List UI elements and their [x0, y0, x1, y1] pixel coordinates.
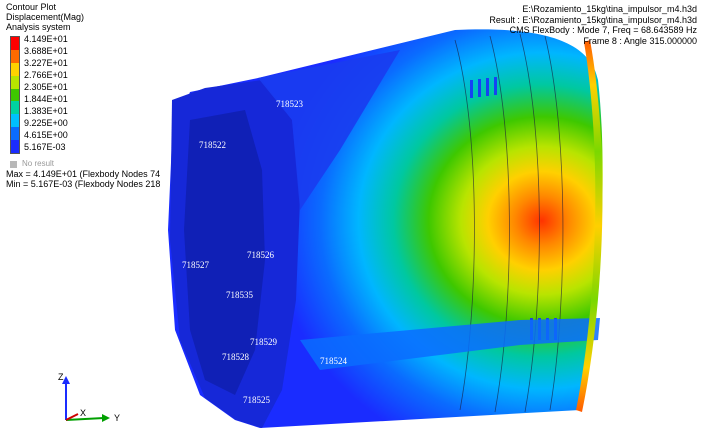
node-label: 718523	[276, 99, 304, 109]
stiffener-lines	[454, 33, 564, 413]
color-band	[11, 88, 19, 102]
node-label: 718525	[243, 395, 271, 405]
min-max-info: Max = 4.149E+01 (Flexbody Nodes 74 Min =…	[6, 169, 206, 189]
y-axis-arrow-icon	[102, 414, 110, 422]
no-result-swatch	[10, 160, 17, 168]
no-result-entry: No result	[6, 159, 206, 169]
color-band	[11, 62, 19, 76]
color-band	[11, 127, 19, 140]
scale-level: 3.227E+01	[24, 58, 68, 68]
node-label: 718527	[182, 260, 210, 270]
mode-frequency: CMS FlexBody : Mode 7, Freq = 68.643589 …	[509, 25, 697, 35]
legend-quantity: Displacement(Mag)	[6, 12, 85, 22]
z-axis-arrow-icon	[62, 376, 70, 384]
scale-level: 3.688E+01	[24, 46, 68, 56]
node-label: 718529	[250, 337, 278, 347]
max-value-text: Max = 4.149E+01 (Flexbody Nodes 74	[6, 169, 161, 179]
color-band	[11, 140, 19, 153]
shell-blue-zone	[258, 50, 400, 210]
color-band	[11, 75, 19, 89]
color-scale: 4.149E+01 3.688E+01 3.227E+01 2.766E+01 …	[6, 33, 206, 157]
color-band	[11, 101, 19, 115]
scale-level: 5.167E-03	[24, 142, 66, 152]
x-axis-line	[65, 413, 79, 421]
scale-level: 4.149E+01	[24, 34, 68, 44]
contour-legend: Contour Plot Displacement(Mag) Analysis …	[6, 2, 206, 189]
color-band	[11, 37, 19, 50]
color-band	[11, 49, 19, 63]
scale-level: 2.305E+01	[24, 82, 68, 92]
color-bands	[10, 36, 20, 154]
frame-angle: Frame 8 : Angle 315.000000	[583, 35, 697, 46]
node-label: 718522	[199, 140, 226, 150]
node-label: 718528	[222, 352, 250, 362]
legend-title: Contour Plot	[6, 2, 57, 12]
legend-system: Analysis system	[6, 22, 71, 32]
scale-level: 2.766E+01	[24, 70, 68, 80]
scale-level: 1.844E+01	[24, 94, 68, 104]
y-axis-label: Y	[114, 413, 120, 423]
y-axis-line	[65, 417, 105, 421]
z-axis-label: Z	[58, 372, 64, 382]
no-result-label: No result	[22, 159, 55, 168]
axis-triad: Z X Y	[58, 372, 120, 423]
node-label: 718535	[226, 290, 254, 300]
scale-level: 4.615E+00	[24, 130, 68, 140]
result-info: E:\Rozamiento_15kg\tina_impulsor_m4.h3d …	[489, 4, 697, 46]
end-cap-shading	[184, 110, 265, 395]
x-axis-label: X	[80, 408, 86, 418]
rim-edge	[576, 40, 603, 412]
node-label: 718526	[247, 250, 275, 260]
min-value-text: Min = 5.167E-03 (Flexbody Nodes 218	[6, 179, 161, 189]
scale-labels: 4.149E+01 3.688E+01 3.227E+01 2.766E+01 …	[24, 33, 68, 153]
result-path: Result : E:\Rozamiento_15kg\tina_impulso…	[489, 14, 697, 25]
node-label: 718524	[320, 356, 348, 366]
scale-level: 1.383E+01	[24, 106, 68, 116]
color-band	[11, 114, 19, 128]
scale-level: 9.225E+00	[24, 118, 68, 128]
model-path: E:\Rozamiento_15kg\tina_impulsor_m4.h3d	[522, 4, 697, 14]
bottom-strip	[300, 318, 600, 370]
